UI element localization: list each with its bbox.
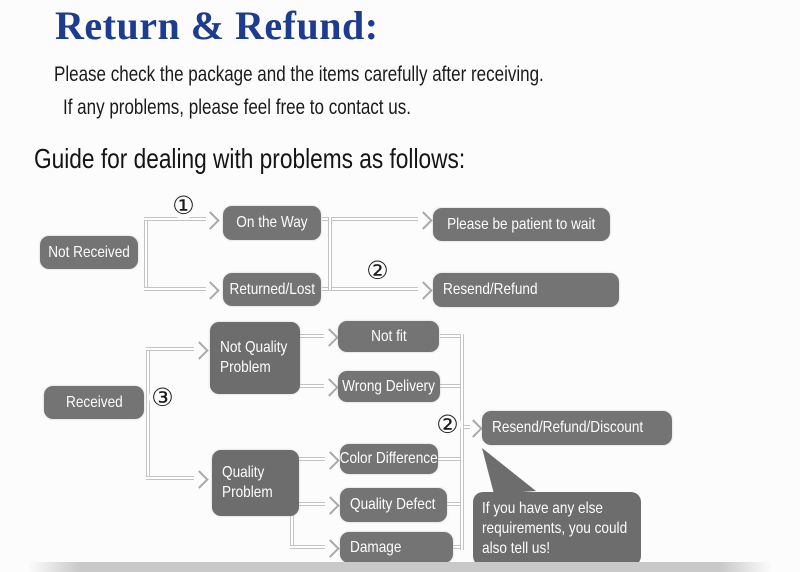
arrowhead-on-the-way-icon <box>201 211 220 230</box>
intro-line-1: Please check the package and the items c… <box>54 63 544 86</box>
page-title: Return & Refund: <box>55 3 379 48</box>
flow-node-resend-refund: Resend/Refund <box>433 273 619 307</box>
connector-not-received-branch <box>144 217 148 290</box>
connector-to-color-difference <box>288 457 325 461</box>
flow-node-on-the-way: On the Way <box>223 206 321 240</box>
connector-collector <box>460 334 464 550</box>
flow-node-not-fit: Not fit <box>338 321 439 352</box>
connector-to-quality-defect <box>290 502 325 506</box>
marker-step-2-received: ② <box>434 411 461 438</box>
flow-node-returned-lost: Returned/Lost <box>223 273 321 306</box>
arrowhead-resend-discount-icon <box>464 419 483 438</box>
flow-node-please-wait: Please be patient to wait <box>433 208 610 241</box>
arrowhead-quality-problem-icon <box>190 470 209 489</box>
connector-shipping-join <box>328 217 332 290</box>
marker-step-1: ① <box>170 192 197 219</box>
bottom-shadow-bar <box>28 562 772 572</box>
intro-line-2: If any problems, please feel free to con… <box>63 96 411 119</box>
connector-to-returned-lost <box>144 287 206 291</box>
connector-to-damage <box>290 545 325 549</box>
connector-received-branch <box>146 347 150 479</box>
flow-node-received: Received <box>44 386 144 419</box>
marker-step-3: ③ <box>149 384 176 411</box>
bubble-tail-icon <box>482 448 536 494</box>
marker-step-2-shipping: ② <box>364 257 391 284</box>
arrowhead-returned-lost-icon <box>201 281 220 300</box>
arrowhead-not-fit-icon <box>320 328 339 347</box>
arrowhead-color-difference-icon <box>321 451 340 470</box>
connector-to-resend-refund <box>322 287 418 291</box>
flow-node-resend-refund-discount: Resend/Refund/Discount <box>482 411 672 445</box>
arrowhead-quality-defect-icon <box>321 496 340 515</box>
flow-node-not-received: Not Received <box>40 236 138 269</box>
arrowhead-resend-refund-icon <box>414 281 433 300</box>
connector-to-wrong-delivery <box>290 384 324 388</box>
guide-heading: Guide for dealing with problems as follo… <box>34 143 466 174</box>
arrowhead-wrong-delivery-icon <box>320 378 339 397</box>
arrowhead-please-wait-icon <box>414 211 433 230</box>
flow-node-quality-problem: Quality Problem <box>212 450 299 516</box>
flow-node-wrong-delivery: Wrong Delivery <box>338 371 440 402</box>
connector-to-not-fit <box>290 334 324 338</box>
arrowhead-damage-icon <box>321 539 340 558</box>
connector-to-please-wait <box>322 217 418 221</box>
arrowhead-not-quality-problem-icon <box>190 341 209 360</box>
note-bubble: If you have any else requirements, you c… <box>473 492 641 566</box>
connector-to-resend-discount <box>464 425 470 429</box>
connector-not-fit-out <box>440 334 462 338</box>
connector-color-difference-out <box>438 457 462 461</box>
flow-node-damage: Damage <box>340 532 453 563</box>
connector-wrong-delivery-out <box>440 384 462 388</box>
flow-node-not-quality-problem: Not Quality Problem <box>210 322 300 394</box>
flow-node-quality-defect: Quality Defect <box>340 488 447 522</box>
connector-to-not-quality-problem <box>146 347 194 351</box>
flow-node-color-difference: Color Difference <box>340 444 438 474</box>
connector-quality-defect-out <box>437 502 462 506</box>
connector-to-quality-problem <box>146 476 194 480</box>
